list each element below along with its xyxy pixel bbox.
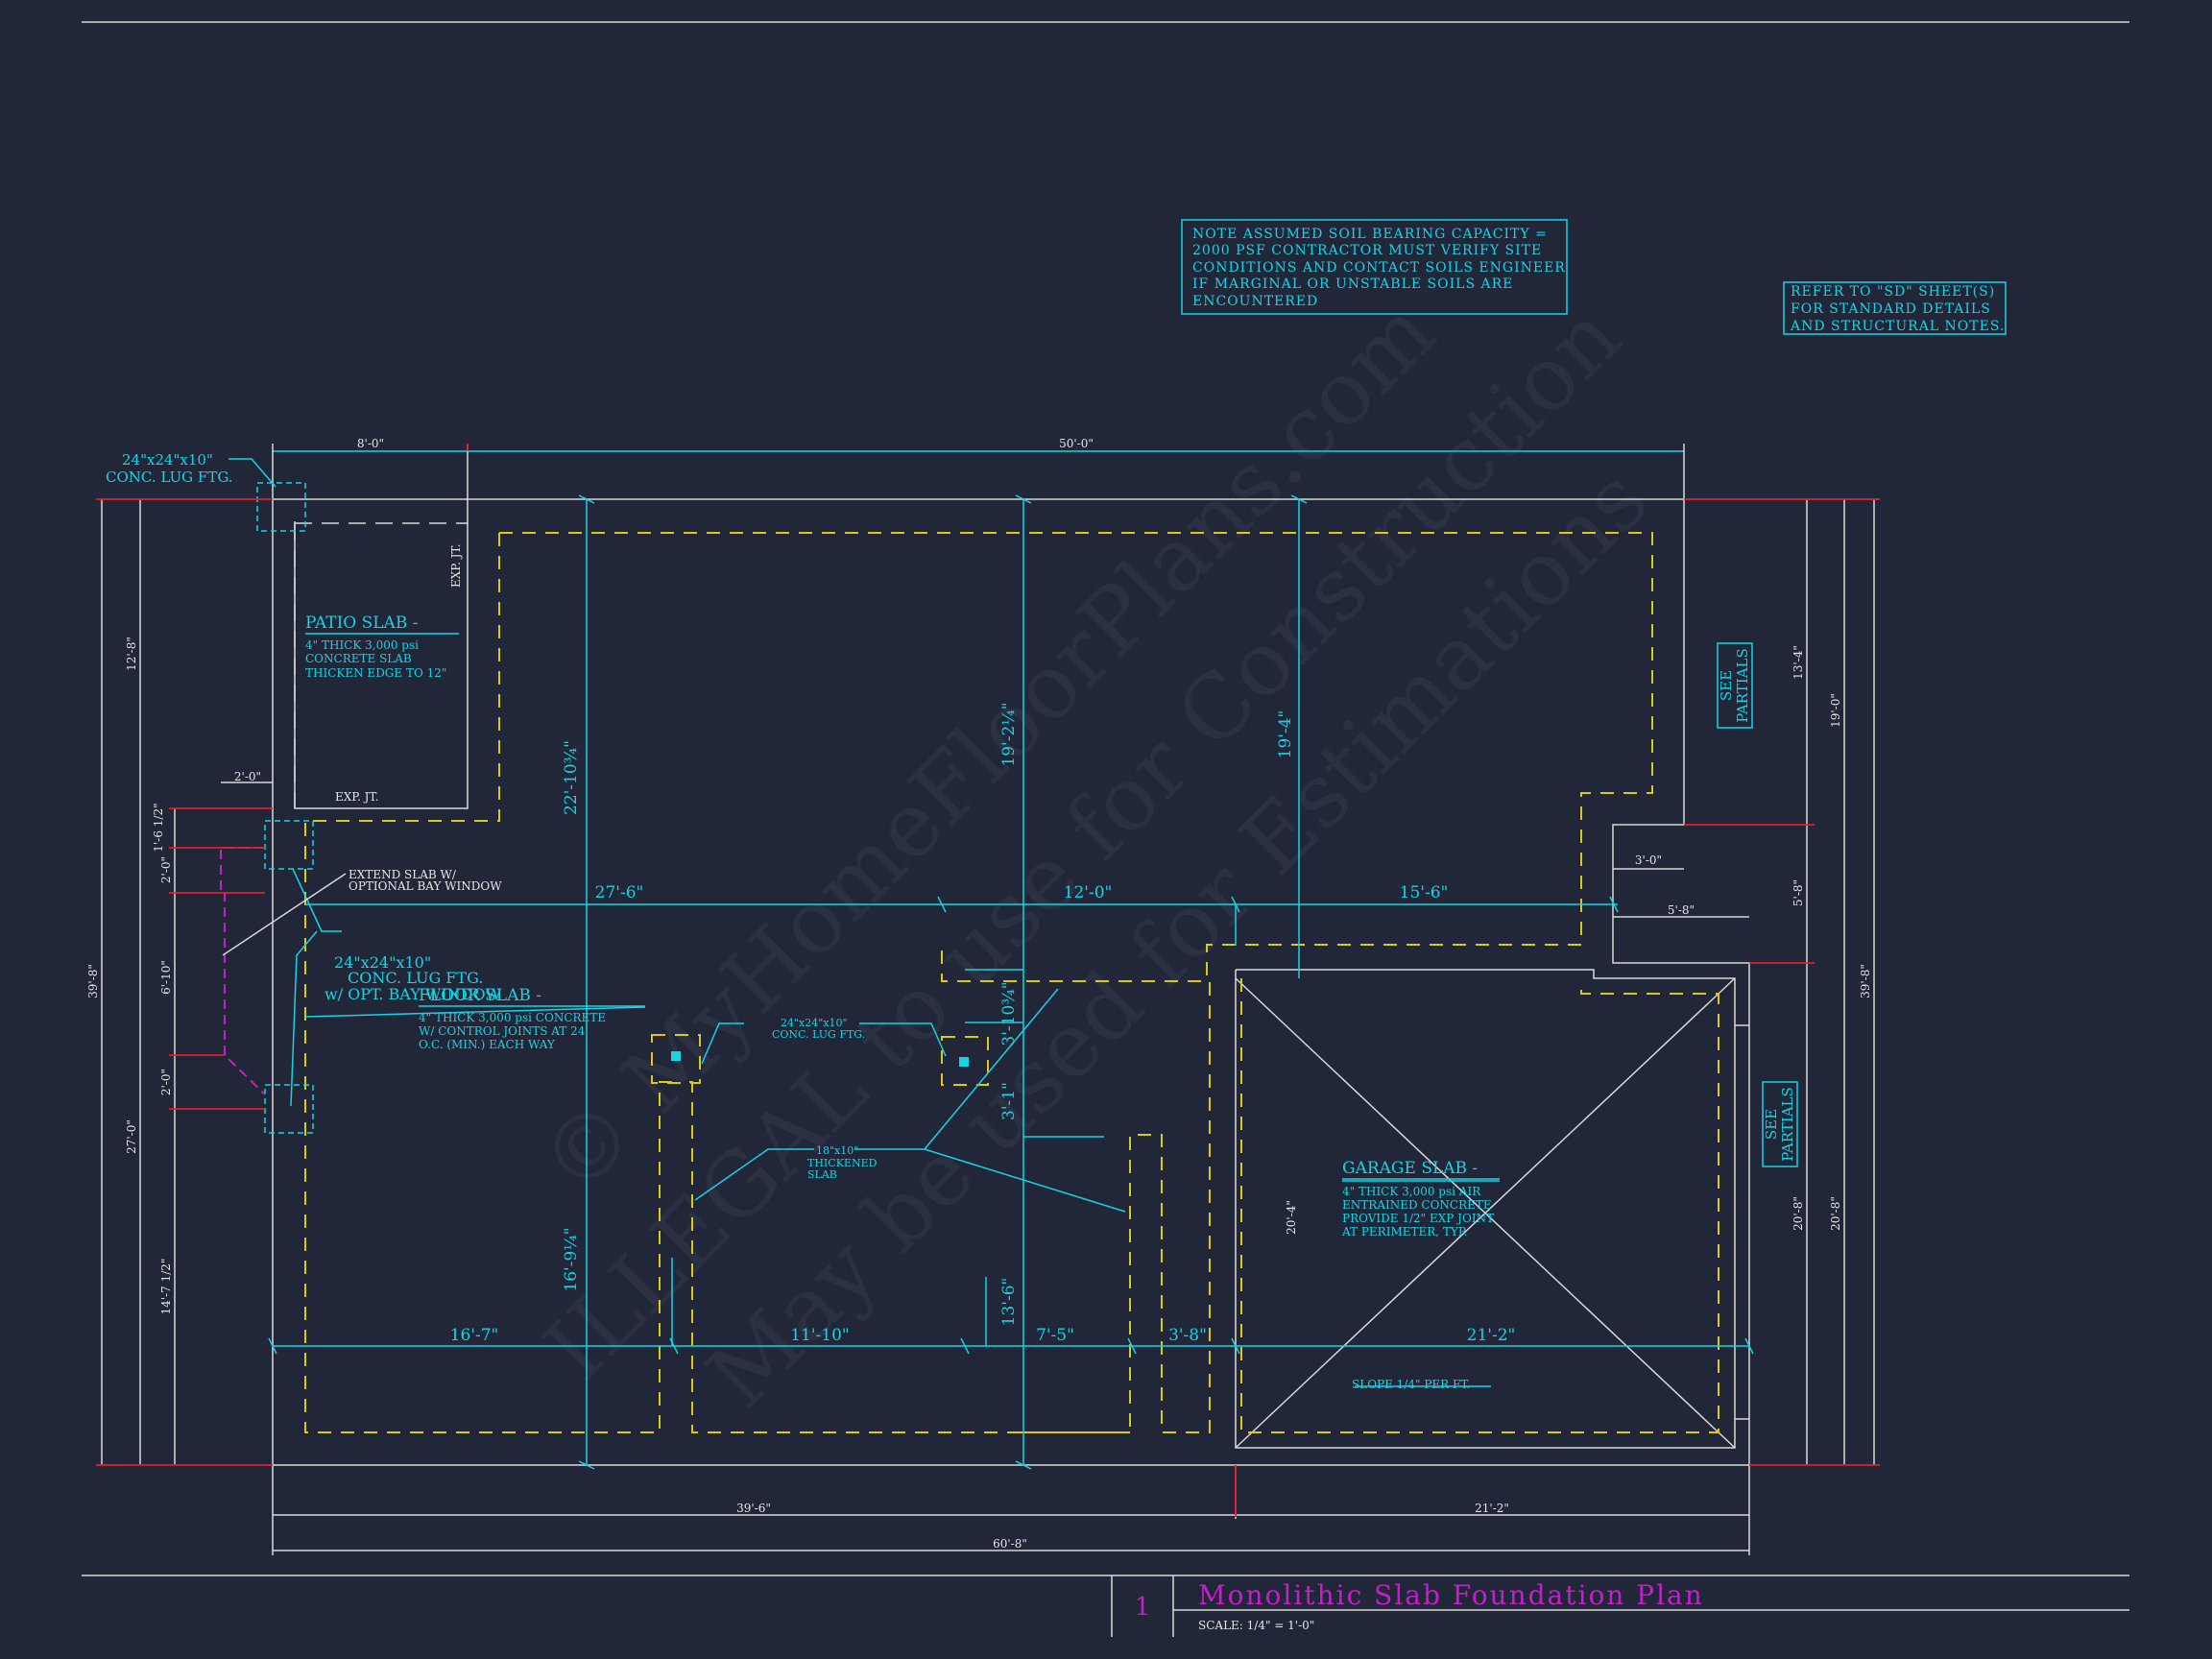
patio-slab-spec: CONCRETE SLAB [305, 652, 412, 665]
dim-v-19-4: 19'-4" [1276, 710, 1295, 759]
lug-ftg-bay-label: w/ OPT. BAY WINDOW [325, 985, 502, 1003]
exp-jt-vertical-label: EXP. JT. [449, 544, 463, 588]
watermark: © MyHomeFloorPlans.com ILLEGAL to use fo… [520, 280, 1667, 1427]
patio-slab-spec: THICKEN EDGE TO 12" [305, 666, 446, 680]
garage-slab-spec: PROVIDE 1/2" EXP JOINT [1342, 1212, 1494, 1225]
garage-slab-title: GARAGE SLAB - [1342, 1159, 1478, 1178]
see-partials-lower: SEE PARTIALS [1762, 1081, 1798, 1167]
floor-slab-spec: O.C. (MIN.) EACH WAY [419, 1038, 556, 1051]
dim-right-13-4: 13'-4" [1791, 645, 1805, 680]
svg-text:SEE: SEE [1718, 670, 1735, 701]
garage-slab-spec: 4" THICK 3,000 psi AIR [1342, 1185, 1481, 1198]
dim-right-20-8b: 20'-8" [1829, 1196, 1842, 1231]
slope-note: SLOPE 1/4" PER FT. [1352, 1378, 1470, 1391]
dim-bottom-60-8: 60'-8" [993, 1537, 1027, 1551]
floor-slab-spec: W/ CONTROL JOINTS AT 24' [419, 1024, 589, 1038]
dim-right-20-8a: 20'-8" [1791, 1196, 1805, 1231]
bay-window-note: EXTEND SLAB W/ [349, 868, 457, 881]
dim-left-1-6: 1'-6 1/2" [152, 803, 165, 852]
dim-row-27-6: 27'-6" [595, 883, 644, 902]
svg-text:REFER TO "SD" SHEET(S): REFER TO "SD" SHEET(S) [1791, 284, 1995, 300]
svg-text:PARTIALS: PARTIALS [1779, 1087, 1796, 1162]
dim-left-6-10: 6'-10" [159, 960, 173, 995]
patio-slab-title: PATIO SLAB - [305, 613, 418, 633]
dim-left-2-0a: 2'-0" [159, 856, 173, 883]
garage-slab-spec: ENTRAINED CONCRETE [1342, 1198, 1492, 1212]
bay-window-outline [220, 847, 266, 1095]
drawing-number: 1 [1135, 1593, 1151, 1622]
dim-v-3-1: 3'-1" [999, 1082, 1019, 1120]
svg-text:FOR STANDARD DETAILS: FOR STANDARD DETAILS [1791, 301, 1991, 317]
dimension-lines [101, 444, 1875, 1555]
dim-row-15-6: 15'-6" [1400, 883, 1449, 902]
exp-jt-label: EXP. JT. [335, 790, 378, 804]
dim-v-3-10: 3'-10¾" [999, 981, 1019, 1046]
dim-b-3-8: 3'-8" [1168, 1326, 1207, 1345]
patio-slab-spec: 4" THICK 3,000 psi [305, 638, 419, 652]
dim-bottom-39-6: 39'-6" [736, 1502, 771, 1515]
dim-v-13-6: 13'-6" [999, 1278, 1019, 1327]
svg-text:2000 PSF CONTRACTOR MUST VERIF: 2000 PSF CONTRACTOR MUST VERIFY SITE [1192, 243, 1542, 258]
lug-ftg-mid-label: 24"x24"x10" [781, 1017, 848, 1029]
svg-text:SEE: SEE [1763, 1109, 1780, 1140]
lug-ftg-bay-label: CONC. LUG FTG. [348, 969, 483, 987]
dim-b-7-5: 7'-5" [1036, 1326, 1074, 1345]
thickened-slab-label: SLAB [807, 1168, 837, 1181]
svg-text:NOTE ASSUMED SOIL BEARING CAPA: NOTE ASSUMED SOIL BEARING CAPACITY = [1192, 227, 1548, 242]
dim-right-19-0: 19'-0" [1829, 693, 1842, 728]
garage-slab-spec: AT PERIMETER, TYP. [1341, 1225, 1467, 1238]
svg-text:AND STRUCTURAL NOTES.: AND STRUCTURAL NOTES. [1790, 319, 2005, 334]
dim-row-12-0: 12'-0" [1064, 883, 1113, 902]
lug-ftg-top-label: 24"x24"x10" [122, 451, 213, 469]
svg-text:PARTIALS: PARTIALS [1734, 648, 1751, 723]
dim-5-8: 5'-8" [1668, 903, 1695, 917]
floor-slab-title: FLOOR SLAB - [419, 986, 541, 1005]
lug-footing-marker [959, 1057, 969, 1067]
dim-2-0-top: 2'-0" [234, 770, 261, 783]
dim-right-39-8: 39'-8" [1859, 964, 1872, 998]
dim-v-22-10: 22'-10¾" [562, 740, 581, 815]
dim-left-2-0b: 2'-0" [159, 1069, 173, 1095]
lug-footing-marker [671, 1051, 681, 1061]
dim-v-20-4: 20'-4" [1285, 1200, 1298, 1235]
dim-left-14-7: 14'-7 1/2" [159, 1259, 173, 1315]
refer-sd-note: REFER TO "SD" SHEET(S) FOR STANDARD DETA… [1783, 281, 2007, 335]
lug-ftg-top-label: CONC. LUG FTG. [106, 469, 233, 486]
dim-top-8: 8'-0" [357, 437, 384, 450]
leader-lines [222, 458, 1500, 1387]
dim-left-12-8: 12'-8" [125, 637, 138, 671]
dim-bottom-21-2: 21'-2" [1475, 1502, 1509, 1515]
extension-lines [96, 444, 1880, 1517]
thickened-slab-label: THICKENED [807, 1157, 878, 1169]
thickened-edge-dashed [304, 532, 1719, 1433]
svg-text:ENCOUNTERED: ENCOUNTERED [1192, 294, 1318, 309]
lug-ftg-bay-label: 24"x24"x10" [334, 953, 431, 972]
lug-footing-boxes [256, 482, 314, 1134]
lug-ftg-mid-label: CONC. LUG FTG. [772, 1028, 865, 1041]
dim-v-16-9: 16'-9¼" [562, 1227, 581, 1291]
dim-left-27-0: 27'-0" [125, 1119, 138, 1154]
dim-b-11-10: 11'-10" [790, 1326, 850, 1345]
svg-text:CONDITIONS AND CONTACT SOILS E: CONDITIONS AND CONTACT SOILS ENGINEER [1192, 260, 1566, 276]
dim-b-21-2: 21'-2" [1467, 1326, 1516, 1345]
dim-b-16-7: 16'-7" [450, 1326, 499, 1345]
title-block: 1 Monolithic Slab Foundation Plan SCALE:… [1111, 1575, 2129, 1637]
watermark-line-2: ILLEGAL to use for Construction [525, 285, 1640, 1400]
dim-top-50: 50'-0" [1059, 437, 1094, 450]
svg-text:IF MARGINAL OR UNSTABLE SOILS: IF MARGINAL OR UNSTABLE SOILS ARE [1192, 276, 1513, 292]
slab-outline [272, 498, 1750, 1466]
soil-bearing-note: NOTE ASSUMED SOIL BEARING CAPACITY = 200… [1181, 219, 1568, 315]
dim-3-0: 3'-0" [1635, 854, 1662, 867]
drawing-title: Monolithic Slab Foundation Plan [1198, 1579, 1704, 1611]
dim-v-19-2: 19'-2¼" [999, 702, 1019, 766]
bay-window-note: OPTIONAL BAY WINDOW [349, 879, 502, 893]
thickened-slab-label: 18"x10" [816, 1144, 858, 1157]
drawing-scale: SCALE: 1/4" = 1'-0" [1198, 1619, 1314, 1632]
see-partials-upper: SEE PARTIALS [1717, 642, 1753, 729]
dim-right-5-8: 5'-8" [1791, 879, 1805, 906]
dim-left-39-8: 39'-8" [86, 964, 100, 998]
floor-slab-spec: 4" THICK 3,000 psi CONCRETE [419, 1011, 606, 1024]
